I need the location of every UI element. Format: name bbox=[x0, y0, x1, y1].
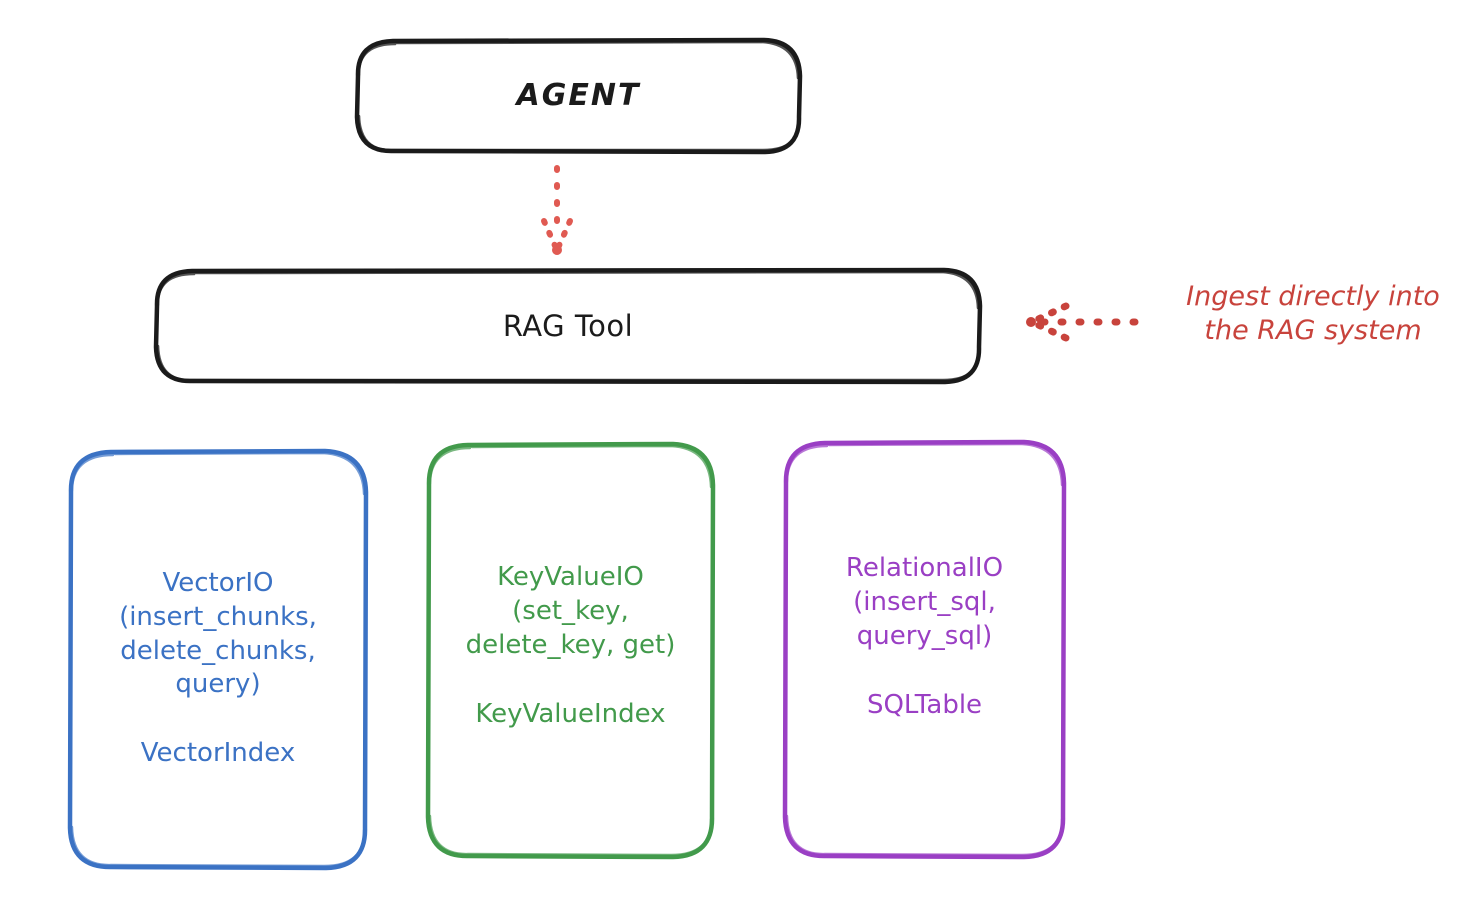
sql-table-label: SQLTable bbox=[866, 689, 983, 720]
rag-tool-node-label: RAG Tool bbox=[502, 308, 634, 343]
ingest-annotation-label: Ingest directly into the RAG system bbox=[1186, 281, 1440, 346]
relational-io-content: RelationalIO (insert_sql, query_sql) SQL… bbox=[846, 552, 1003, 719]
relational-io-api-label: RelationalIO (insert_sql, query_sql) bbox=[845, 553, 1004, 651]
key-value-io-api-label: KeyValueIO (set_key, delete_key, get) bbox=[465, 562, 676, 660]
key-value-io-box-outline bbox=[425, 441, 716, 860]
key-value-io-node[interactable]: KeyValueIO (set_key, delete_key, get) Ke… bbox=[428, 444, 713, 858]
ingest-dotted-arrow-icon bbox=[1026, 302, 1139, 342]
rag-tool-node[interactable]: RAG Tool bbox=[156, 270, 980, 382]
vector-index-label: VectorIndex bbox=[140, 738, 296, 769]
agent-node-label: AGENT bbox=[516, 78, 641, 114]
key-value-io-box-sketch-overlay bbox=[428, 444, 713, 857]
vector-io-content: VectorIO (insert_chunks, delete_chunks, … bbox=[119, 567, 317, 768]
vector-io-box-sketch-overlay bbox=[70, 451, 366, 868]
rag-tool-box-sketch-overlay bbox=[156, 270, 981, 382]
key-value-index-label: KeyValueIndex bbox=[475, 698, 666, 729]
vector-io-node[interactable]: VectorIO (insert_chunks, delete_chunks, … bbox=[70, 450, 366, 869]
relational-io-box-sketch-overlay bbox=[785, 442, 1064, 857]
key-value-io-content: KeyValueIO (set_key, delete_key, get) Ke… bbox=[466, 561, 676, 728]
agent-box-sketch-overlay bbox=[357, 40, 801, 152]
vector-io-api-label: VectorIO (insert_chunks, delete_chunks, … bbox=[119, 567, 317, 700]
relational-io-box-outline bbox=[782, 439, 1067, 860]
vector-io-box-outline bbox=[67, 448, 369, 871]
relational-io-node[interactable]: RelationalIO (insert_sql, query_sql) SQL… bbox=[785, 442, 1064, 858]
agent-node[interactable]: AGENT bbox=[357, 40, 800, 152]
agent-to-rag-arrow bbox=[541, 165, 573, 255]
